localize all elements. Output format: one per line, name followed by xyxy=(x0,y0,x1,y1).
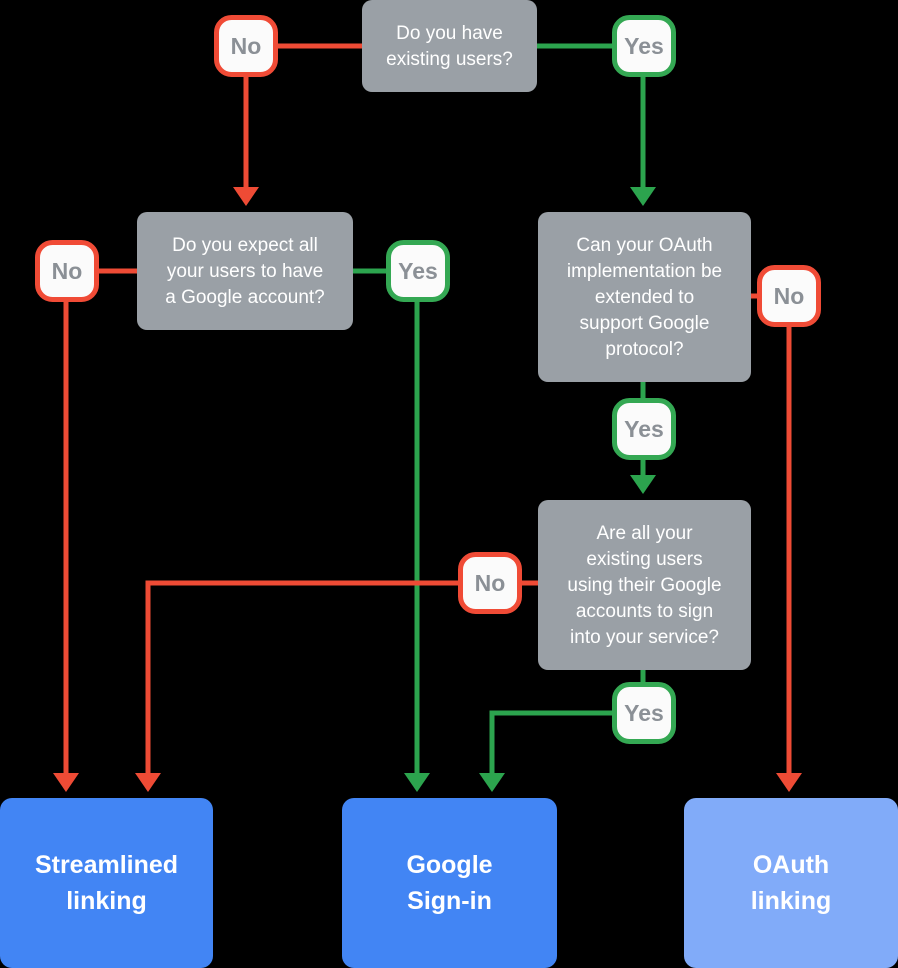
q-existing-users: Do you have existing users? xyxy=(362,0,537,92)
badge-yes-existing-users-box xyxy=(612,15,676,77)
conn-no-google-account-down-arrowhead xyxy=(53,773,79,792)
q-existing-users-line-0: Do you have xyxy=(396,23,503,44)
badge-no-oauth-extend-box xyxy=(757,265,821,327)
conn-no-google-account-down xyxy=(53,302,79,792)
badge-yes-google-account-label: Yes xyxy=(398,258,438,284)
outcome-oauth-linking[interactable]: OAuth linking xyxy=(684,798,898,968)
conn-yes-signin-left-down-line xyxy=(489,710,612,775)
badge-yes-existing-users-label: Yes xyxy=(624,33,664,59)
outcome-google-signin-line-0: Google xyxy=(406,851,492,879)
q-oauth-extend-line-4: protocol? xyxy=(605,339,683,360)
conn-no-signin-left-down-line xyxy=(145,580,458,775)
q-oauth-extend-box xyxy=(538,212,751,382)
outcome-streamlined-linking-box[interactable] xyxy=(0,798,213,968)
q-google-accounts-signin: Are all your existing users using their Go… xyxy=(538,500,751,670)
conn-no-oauth-down-arrowhead xyxy=(776,773,802,792)
badge-no-existing-users-label: No xyxy=(231,33,262,59)
badge-yes-oauth-extend-box xyxy=(612,398,676,460)
conn-yes-signin-left-down-arrowhead xyxy=(479,773,505,792)
badge-no-google-signin-box xyxy=(458,552,522,614)
conn-no-signin-left-down xyxy=(135,580,458,792)
badge-no-oauth-extend: No xyxy=(757,265,821,327)
conn-yes-to-oauth-arrowhead xyxy=(630,187,656,206)
q-oauth-extend-line-0: Can your OAuth xyxy=(576,235,712,256)
badge-yes-oauth-extend-label: Yes xyxy=(624,416,664,442)
badge-no-google-account-box xyxy=(35,240,99,302)
connector-layer xyxy=(53,43,802,792)
conn-yes-google-account-down-arrowhead xyxy=(404,773,430,792)
q-google-accounts-signin-line-3: accounts to sign xyxy=(576,601,713,622)
badge-yes-google-signin: Yes xyxy=(612,682,676,744)
q-google-account-line-1: your users to have xyxy=(167,261,323,282)
q-existing-users-box xyxy=(362,0,537,92)
conn-no-oauth-down xyxy=(776,327,802,792)
outcome-oauth-linking-line-0: OAuth xyxy=(753,851,829,879)
conn-no-to-google-account-arrowhead xyxy=(233,187,259,206)
outcome-streamlined-linking-line-1: linking xyxy=(66,887,147,915)
badge-yes-google-signin-box xyxy=(612,682,676,744)
q-google-account-box xyxy=(137,212,353,330)
badge-no-google-signin: No xyxy=(458,552,522,614)
badge-no-existing-users-box xyxy=(214,15,278,77)
q-google-account-line-0: Do you expect all xyxy=(172,235,318,256)
badge-yes-google-account-box xyxy=(386,240,450,302)
badge-yes-existing-users: Yes xyxy=(612,15,676,77)
q-google-accounts-signin-line-0: Are all your xyxy=(596,523,693,544)
conn-no-to-google-account xyxy=(233,77,259,206)
conn-yes-oauth-down-arrowhead xyxy=(630,475,656,494)
q-google-accounts-signin-box xyxy=(538,500,751,670)
outcome-google-signin-line-1: Sign-in xyxy=(407,887,492,915)
q-existing-users-line-1: existing users? xyxy=(386,49,513,70)
outcome-streamlined-linking[interactable]: Streamlined linking xyxy=(0,798,213,968)
question-box-layer: Do you have existing users? Do you expect … xyxy=(137,0,751,670)
q-google-accounts-signin-line-4: into your service? xyxy=(570,627,719,648)
q-oauth-extend-line-1: implementation be xyxy=(567,261,722,282)
outcome-oauth-linking-line-1: linking xyxy=(751,887,832,915)
badge-no-google-account: No xyxy=(35,240,99,302)
conn-no-signin-left-down-arrowhead xyxy=(135,773,161,792)
conn-yes-google-account-down xyxy=(404,302,430,792)
badge-yes-oauth-extend: Yes xyxy=(612,398,676,460)
badge-no-google-account-label: No xyxy=(52,258,83,284)
conn-yes-to-oauth xyxy=(630,77,656,206)
q-google-accounts-signin-line-1: existing users xyxy=(586,549,702,570)
q-google-accounts-signin-line-2: using their Google xyxy=(567,575,721,596)
q-google-account-line-2: a Google account? xyxy=(165,287,325,308)
conn-yes-oauth-down xyxy=(630,460,656,494)
badge-no-google-signin-label: No xyxy=(475,570,506,596)
outcome-streamlined-linking-line-0: Streamlined xyxy=(35,851,178,879)
badge-no-oauth-extend-label: No xyxy=(774,283,805,309)
badge-no-existing-users: No xyxy=(214,15,278,77)
q-oauth-extend: Can your OAuth implementation be extended … xyxy=(538,212,751,382)
badge-yes-google-account: Yes xyxy=(386,240,450,302)
conn-yes-signin-left-down xyxy=(479,710,612,792)
outcome-google-signin-box[interactable] xyxy=(342,798,557,968)
q-oauth-extend-line-2: extended to xyxy=(595,287,694,308)
q-google-account: Do you expect all your users to have a Goo… xyxy=(137,212,353,330)
q-oauth-extend-line-3: support Google xyxy=(580,313,710,334)
outcome-oauth-linking-box[interactable] xyxy=(684,798,898,968)
badge-yes-google-signin-label: Yes xyxy=(624,700,664,726)
